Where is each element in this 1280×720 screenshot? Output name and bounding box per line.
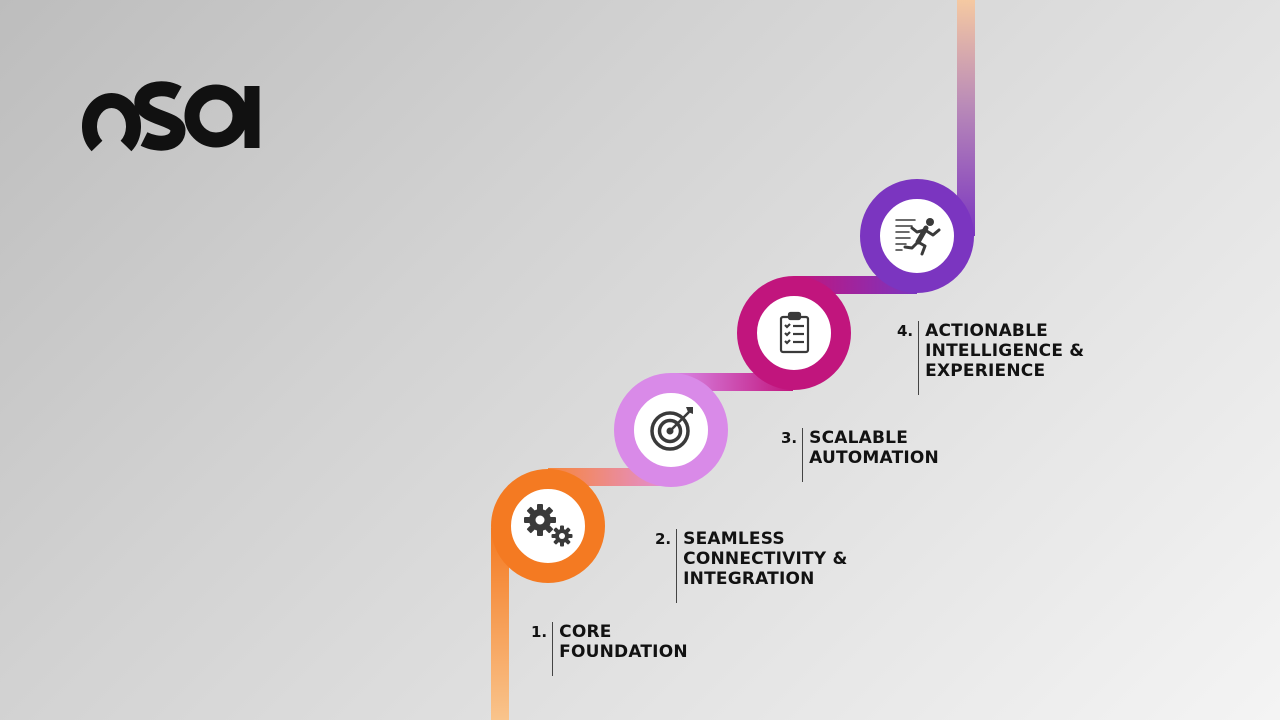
step-title-line: CONNECTIVITY & xyxy=(683,549,848,569)
running-person-icon xyxy=(895,218,941,256)
step-label-3: 3. SCALABLE AUTOMATION xyxy=(781,428,939,482)
logo-letter-s xyxy=(134,81,186,151)
step-label-2: 2. SEAMLESS CONNECTIVITY & INTEGRATION xyxy=(655,529,847,603)
step-title-line: CORE xyxy=(559,622,612,642)
target-icon xyxy=(650,407,693,451)
step-title: SCALABLE AUTOMATION xyxy=(802,428,939,482)
gears-icon xyxy=(524,504,573,547)
step-ring-4 xyxy=(860,179,974,293)
logo-letter-a-bowl xyxy=(184,84,248,148)
step-title: CORE FOUNDATION xyxy=(552,622,688,676)
step-number: 3. xyxy=(781,429,798,447)
checklist-icon xyxy=(779,311,810,354)
step-number: 1. xyxy=(531,623,548,641)
logo-letter-o xyxy=(82,92,141,152)
step-label-1: 1. CORE FOUNDATION xyxy=(531,622,688,676)
step-title-line: INTEGRATION xyxy=(683,569,815,589)
step-title-line: EXPERIENCE xyxy=(925,361,1046,381)
step-title-line: AUTOMATION xyxy=(809,448,939,468)
step-title-line: SCALABLE xyxy=(809,428,909,448)
step-title-line: FOUNDATION xyxy=(559,642,688,662)
step-title-line: INTELLIGENCE & xyxy=(925,341,1085,361)
step-title: SEAMLESS CONNECTIVITY & INTEGRATION xyxy=(676,529,847,603)
step-title: ACTIONABLE INTELLIGENCE & EXPERIENCE xyxy=(918,321,1084,395)
step-title-line: SEAMLESS xyxy=(683,529,785,549)
step-number: 4. xyxy=(897,322,914,340)
step-title-line: ACTIONABLE xyxy=(925,321,1048,341)
step-number: 2. xyxy=(655,530,672,548)
osa-logo xyxy=(82,81,260,152)
step-label-4: 4. ACTIONABLE INTELLIGENCE & EXPERIENCE xyxy=(897,321,1084,395)
